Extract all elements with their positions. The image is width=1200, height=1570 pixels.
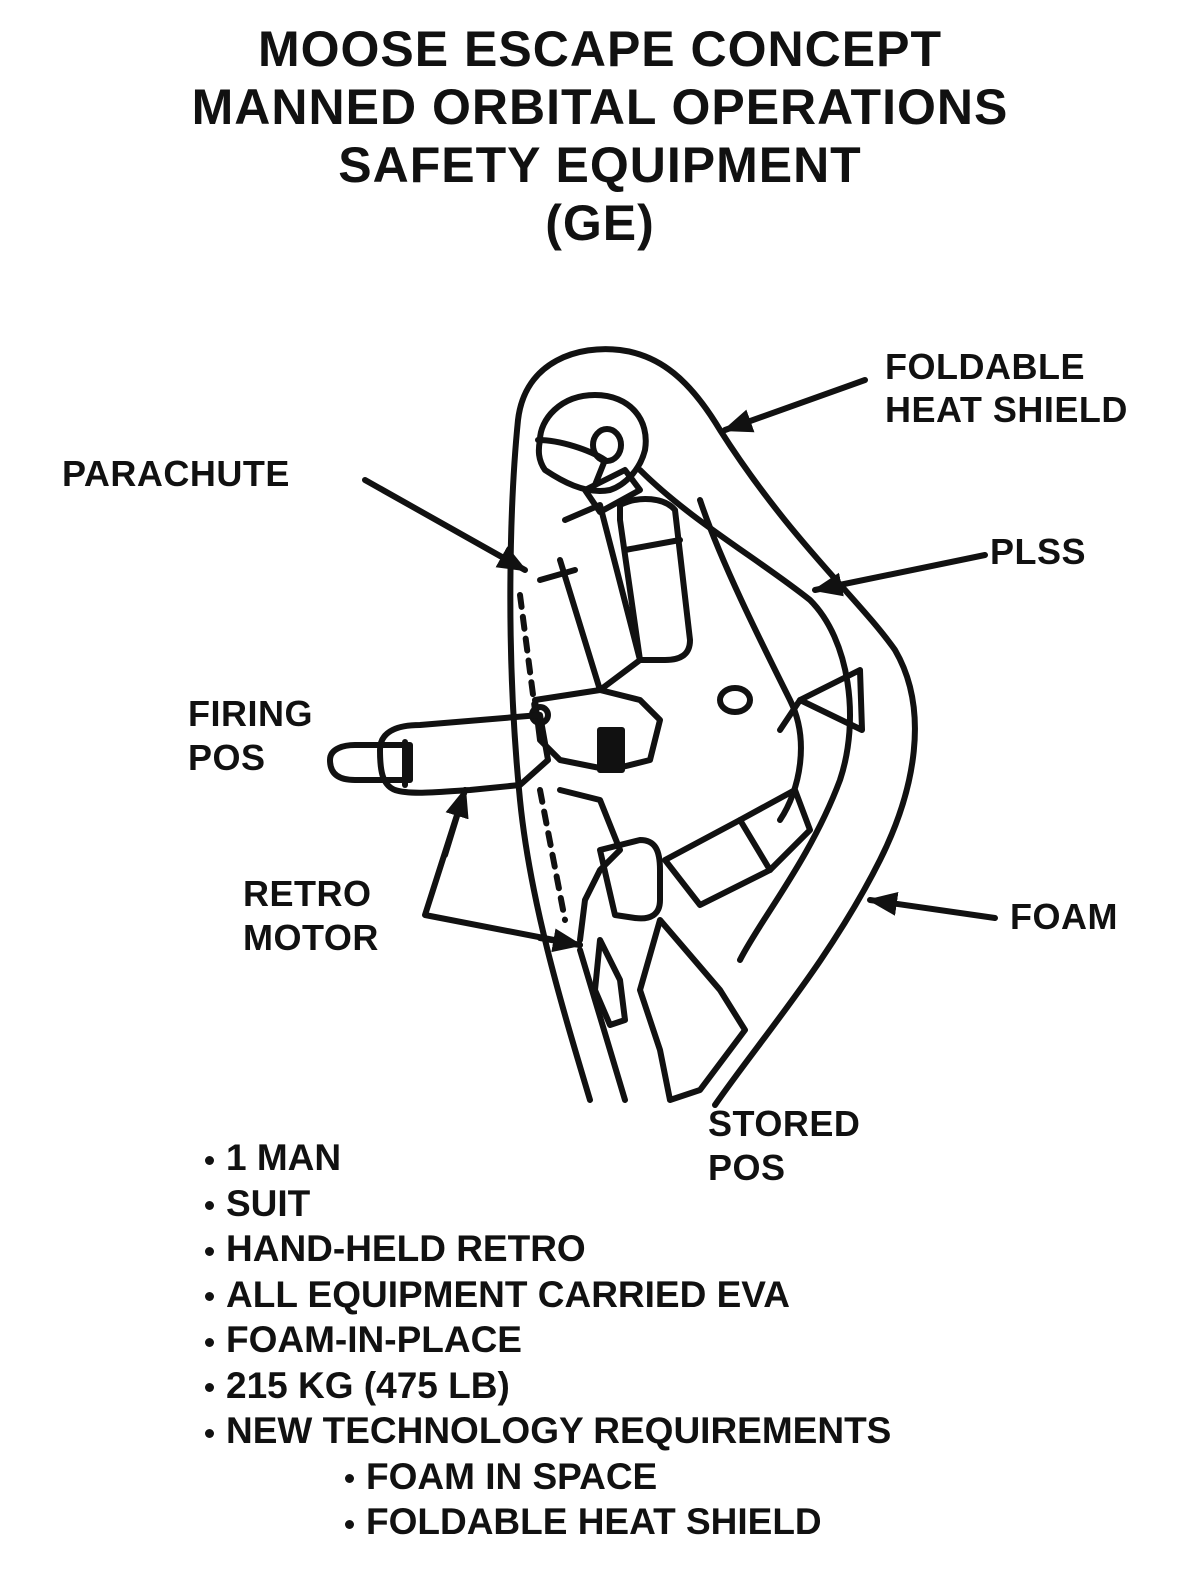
bullet-icon [205, 1201, 214, 1211]
sub-feature-item: FOAM IN SPACE [205, 1454, 891, 1500]
plss-pack [617, 496, 693, 663]
label-retro: RETRO [243, 873, 372, 914]
feature-item: 1 MAN [205, 1135, 891, 1181]
title-line-3: SAFETY EQUIPMENT [338, 137, 862, 193]
feature-list: 1 MAN SUIT HAND-HELD RETRO ALL EQUIPMENT… [205, 1135, 891, 1545]
retro-nozzle [327, 742, 413, 783]
bullet-icon [205, 1337, 214, 1347]
feature-item: ALL EQUIPMENT CARRIED EVA [205, 1272, 891, 1318]
feature-item: HAND-HELD RETRO [205, 1226, 891, 1272]
feature-item: FOAM-IN-PLACE [205, 1317, 891, 1363]
label-motor: MOTOR [243, 917, 379, 958]
feature-item: SUIT [205, 1181, 891, 1227]
leader-foam [867, 891, 998, 921]
bullet-icon [205, 1246, 214, 1256]
label-heat-shield: HEAT SHIELD [885, 389, 1128, 430]
label-stored: STORED [708, 1103, 861, 1144]
feature-item: NEW TECHNOLOGY REQUIREMENTS [205, 1408, 891, 1454]
title-line-1: MOOSE ESCAPE CONCEPT [258, 21, 942, 77]
bullet-icon [205, 1292, 214, 1302]
inner-shell [637, 467, 853, 963]
leader-parachute [362, 477, 528, 573]
title-line-4: (GE) [545, 195, 655, 251]
label-firing: FIRING [188, 693, 313, 734]
bullet-icon [205, 1155, 214, 1165]
leader-heat-shield [722, 377, 868, 433]
label-parachute: PARACHUTE [62, 453, 290, 494]
bullet-icon [345, 1519, 354, 1529]
label-firing-pos: POS [188, 737, 266, 778]
parachute-line [517, 592, 538, 713]
sub-feature-item: FOLDABLE HEAT SHIELD [205, 1499, 891, 1545]
label-foldable: FOLDABLE [885, 346, 1085, 387]
label-stored-pos: POS [708, 1147, 786, 1188]
helmet-icon [535, 392, 649, 494]
bullet-icon [205, 1383, 214, 1393]
bullet-icon [205, 1428, 214, 1438]
heat-shield-outline [507, 346, 918, 1108]
feature-item: 215 KG (475 LB) [205, 1363, 891, 1409]
label-plss: PLSS [990, 531, 1087, 572]
bullet-icon [345, 1474, 354, 1484]
title-line-2: MANNED ORBITAL OPERATIONS [191, 79, 1009, 135]
label-foam: FOAM [1010, 896, 1118, 937]
leader-plss [812, 552, 988, 597]
